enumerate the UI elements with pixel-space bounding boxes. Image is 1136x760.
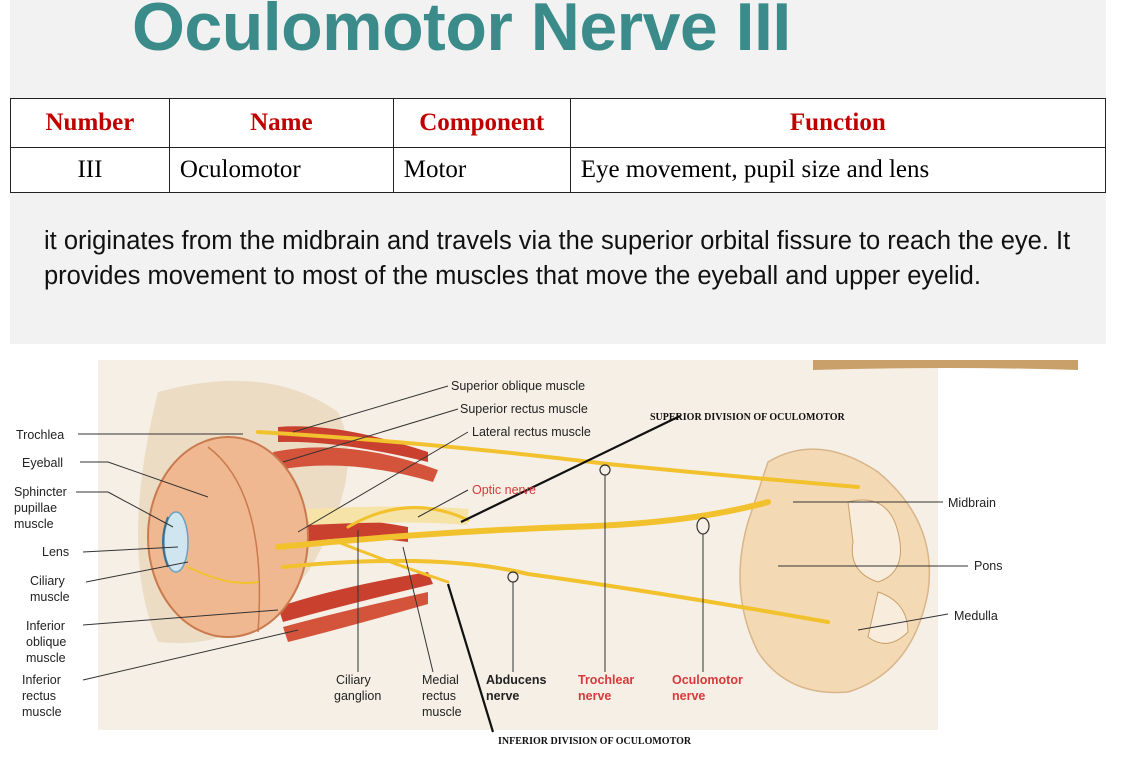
header-component: Component: [392, 98, 571, 148]
caption-superior-division: SUPERIOR DIVISION OF OCULOMOTOR: [650, 412, 846, 423]
label-ciliary-1: Ciliary: [30, 574, 65, 588]
label-trochlea: Trochlea: [16, 428, 64, 442]
page-title: Oculomotor Nerve III: [132, 0, 791, 65]
oculomotor-diagram: Trochlea Eyeball Sphincter pupillae musc…: [8, 352, 1080, 752]
cell-name: Oculomotor: [168, 147, 394, 193]
label-medial-rectus-3: muscle: [422, 705, 462, 719]
label-medial-rectus-1: Medial: [422, 673, 459, 687]
label-inf-rectus-1: Inferior: [22, 673, 61, 687]
table-row: III Oculomotor Motor Eye movement, pupil…: [10, 147, 1107, 193]
eyeball-section-line: [207, 446, 261, 633]
description-text: it originates from the midbrain and trav…: [44, 227, 1071, 290]
label-pons: Pons: [974, 559, 1003, 573]
label-inf-oblique-1: Inferior: [26, 619, 65, 633]
label-midbrain: Midbrain: [948, 496, 996, 510]
sphincter-pupillae: [162, 516, 169, 568]
label-eyeball: Eyeball: [22, 456, 63, 470]
label-lens: Lens: [42, 545, 69, 559]
table-header-row: Number Name Component Function: [10, 98, 1107, 148]
label-ciliary-2: muscle: [30, 590, 70, 604]
nerve-bundle: [187, 430, 860, 624]
lateral-rectus-muscle: [283, 519, 408, 547]
label-trochlear-2: nerve: [578, 689, 611, 703]
header-name: Name: [168, 98, 394, 148]
label-inf-rectus-2: rectus: [22, 689, 56, 703]
superior-division-branch: [346, 506, 470, 529]
pons-detail: [867, 591, 909, 644]
label-inf-oblique-2: oblique: [26, 635, 66, 649]
label-sphincter-2: pupillae: [14, 501, 57, 515]
abducens-nerve-path: [281, 558, 830, 624]
inferior-oblique-muscle: [278, 572, 433, 622]
label-abducens-1: Abducens: [486, 673, 546, 687]
superior-rectus-muscle: [273, 447, 438, 482]
caption-inferior-division: INFERIOR DIVISION OF OCULOMOTOR: [498, 736, 692, 747]
label-optic-nerve: Optic nerve: [472, 483, 536, 497]
cell-component: Motor: [392, 147, 571, 193]
brain-edge-decoration: [813, 360, 1078, 370]
label-superior-oblique: Superior oblique muscle: [451, 379, 585, 393]
ciliary-nerves: [187, 566, 259, 584]
eyeball: [147, 436, 309, 638]
label-sphincter-3: muscle: [14, 517, 54, 531]
label-abducens-2: nerve: [486, 689, 519, 703]
optic-nerve: [307, 506, 469, 525]
nerve-table: Number Name Component Function III Oculo…: [10, 98, 1107, 193]
label-lateral-rectus: Lateral rectus muscle: [472, 425, 591, 439]
label-ciliary-ganglion-2: ganglion: [334, 689, 381, 703]
label-medial-rectus-2: rectus: [422, 689, 456, 703]
label-oculomotor-2: nerve: [672, 689, 705, 703]
label-medulla: Medulla: [954, 609, 998, 623]
inferior-rectus-muscle: [283, 592, 428, 642]
cerebellum-detail: [847, 499, 901, 583]
label-inf-rectus-3: muscle: [22, 705, 62, 719]
label-trochlear-1: Trochlear: [578, 673, 634, 687]
superior-division-pointer: [460, 415, 681, 523]
cell-number: III: [10, 147, 170, 193]
label-sphincter-1: Sphincter: [14, 485, 67, 499]
cell-function: Eye movement, pupil size and lens: [569, 147, 1107, 193]
header-function: Function: [569, 98, 1107, 148]
label-inf-oblique-3: muscle: [26, 651, 66, 665]
oculomotor-nerve-path: [275, 499, 771, 550]
inferior-division-branch: [336, 540, 450, 584]
label-ciliary-ganglion-1: Ciliary: [336, 673, 371, 687]
inferior-division-pointer: [446, 583, 495, 733]
trochlear-nerve-path: [256, 430, 860, 489]
header-number: Number: [10, 98, 170, 148]
leader-lines: [76, 385, 968, 681]
label-superior-rectus: Superior rectus muscle: [460, 402, 588, 416]
label-oculomotor-1: Oculomotor: [672, 673, 743, 687]
